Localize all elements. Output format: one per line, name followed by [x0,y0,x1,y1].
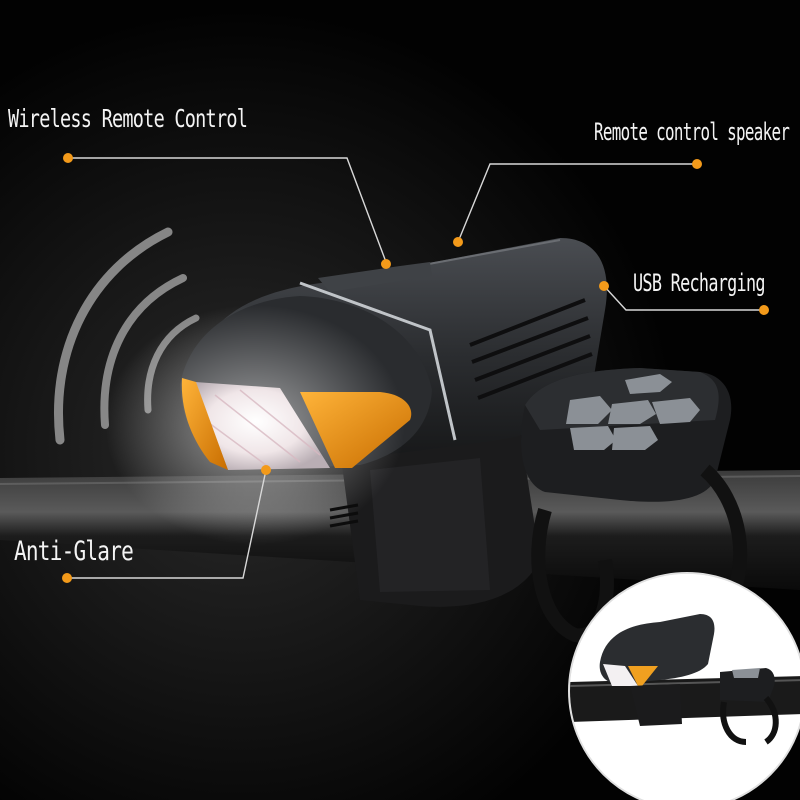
callout-dot [453,237,463,247]
inset-product-thumbnail [568,572,800,800]
bike-light-thumbnail [570,574,800,800]
callout-dot [599,281,609,291]
callout-dot [381,259,391,269]
callout-dot [692,159,702,169]
callout-dot [63,153,73,163]
callout-wireless-remote-control: Wireless Remote Control [8,104,248,133]
callout-anti-glare: Anti-Glare [14,536,134,567]
callout-dot [261,465,271,475]
callout-dot [62,573,72,583]
callout-dot [759,305,769,315]
callout-usb-recharging: USB Recharging [633,269,766,297]
callout-remote-control-speaker: Remote control speaker [594,118,790,146]
